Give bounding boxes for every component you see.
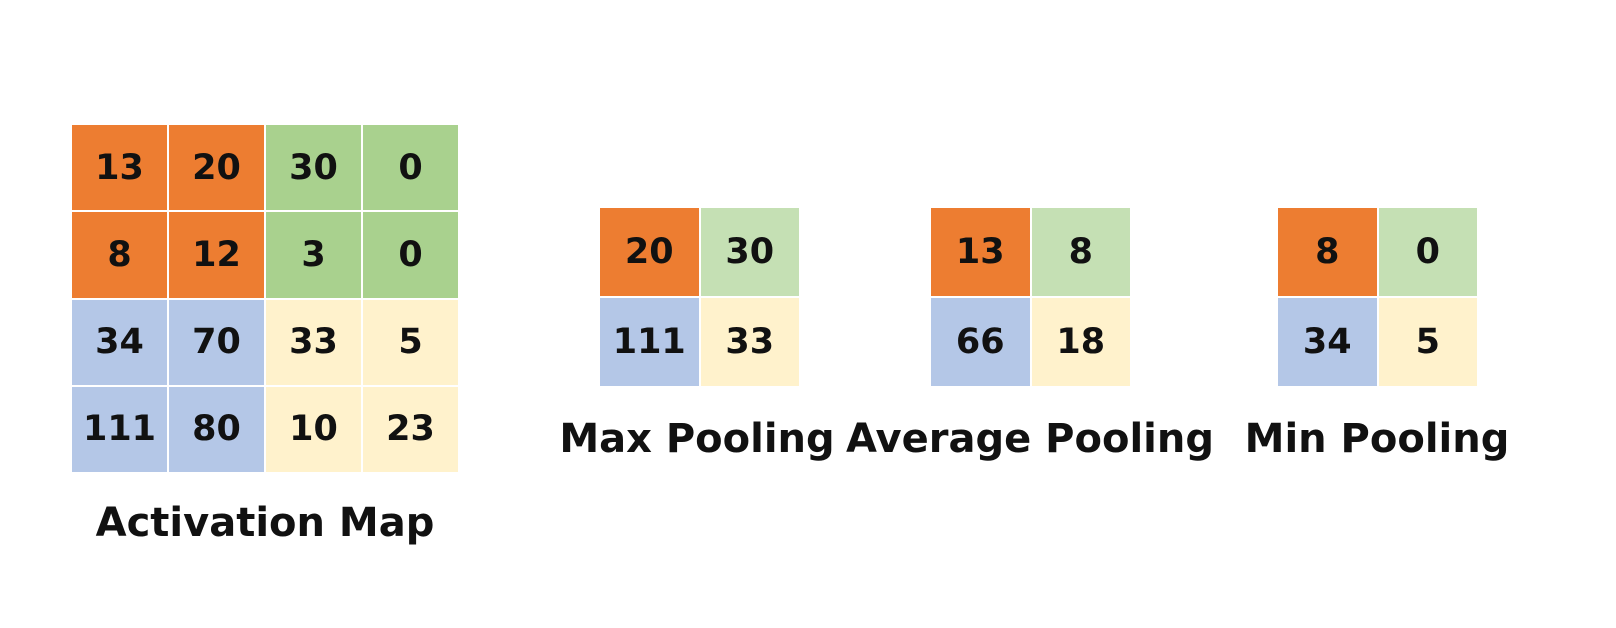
grid-cell: 111 xyxy=(600,298,699,386)
grid-cell: 0 xyxy=(1378,208,1477,296)
grid-cell: 20 xyxy=(600,208,699,296)
grid-cell: 33 xyxy=(700,298,799,386)
grid-cell: 70 xyxy=(169,299,264,385)
grid-cell: 20 xyxy=(169,125,264,211)
grid-cell: 0 xyxy=(363,212,458,298)
grid-cell: 18 xyxy=(1031,298,1130,386)
grid-cell: 5 xyxy=(1378,298,1477,386)
grid-cell: 33 xyxy=(266,299,361,385)
grid-cell: 34 xyxy=(72,299,167,385)
grid-cell: 30 xyxy=(700,208,799,296)
grid-cell: 80 xyxy=(169,386,264,472)
grid-cell: 5 xyxy=(363,299,458,385)
grid-cell: 8 xyxy=(1278,208,1377,296)
grid-cell: 8 xyxy=(72,212,167,298)
grid-cell: 0 xyxy=(363,125,458,211)
grid-cell: 111 xyxy=(72,386,167,472)
activation-map-caption: Activation Map xyxy=(95,500,435,546)
grid-cell: 10 xyxy=(266,386,361,472)
grid-cell: 8 xyxy=(1031,208,1130,296)
grid-cell: 13 xyxy=(931,208,1030,296)
grid-cell: 3 xyxy=(266,212,361,298)
grid-cell: 66 xyxy=(931,298,1030,386)
grid-cell: 34 xyxy=(1278,298,1377,386)
grid-cell: 30 xyxy=(266,125,361,211)
min-pooling-caption: Min Pooling xyxy=(1244,416,1510,462)
grid-cell: 12 xyxy=(169,212,264,298)
grid-cell: 13 xyxy=(72,125,167,211)
average-pooling-caption: Average Pooling xyxy=(846,416,1214,462)
grid-cell: 23 xyxy=(363,386,458,472)
max-pooling-caption: Max Pooling xyxy=(559,416,835,462)
